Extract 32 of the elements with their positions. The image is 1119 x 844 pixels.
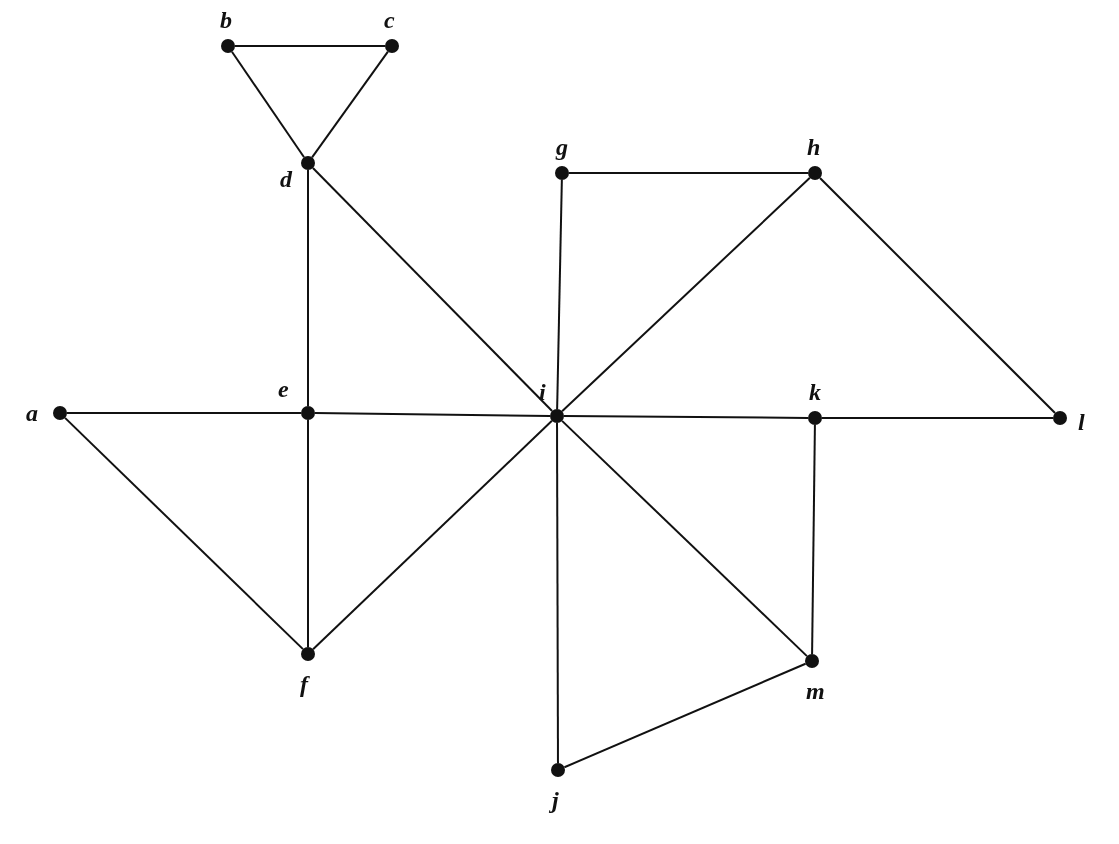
edge-line [314,412,551,417]
edge-line [561,419,808,658]
edge-line [563,662,807,769]
vertex-label: k [809,380,821,404]
edge-line [821,417,1054,419]
edge-line [64,416,304,651]
vertex-label: f [300,672,308,696]
vertex-label: d [280,167,292,191]
vertex-label: b [220,8,232,32]
edge-line [234,45,386,47]
edge-line [311,167,554,412]
edge-line [311,50,389,159]
edge-line [568,172,809,174]
vertex-label: a [26,401,38,425]
edge-line [307,169,309,407]
edge-line [811,424,816,655]
edge-line [307,419,309,648]
edge-line [230,50,306,159]
vertex-label: e [278,377,289,401]
edge-line [312,419,553,651]
edge-line [556,422,559,764]
vertex-label: h [807,135,821,159]
edge-line [556,179,563,410]
edge-line [66,412,302,414]
vertex-label: c [384,8,395,32]
edge-line [561,176,811,413]
edge-line [563,415,809,419]
vertex-label: i [539,380,546,404]
edge-line [818,176,1057,415]
vertex-label: l [1078,410,1085,434]
vertex-label: m [806,679,825,703]
vertex-label: g [556,135,568,159]
